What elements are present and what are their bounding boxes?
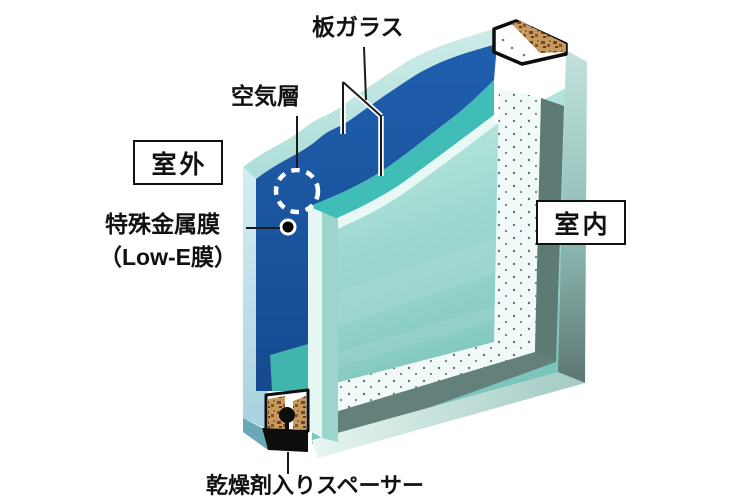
label-box-indoor: 室内 xyxy=(536,200,626,245)
plate-glass-leader-stem xyxy=(363,46,367,101)
desiccant-strip-right-dots xyxy=(494,88,541,352)
label-low-e-film: （Low-E膜） xyxy=(99,244,237,270)
spacer-top-perforation xyxy=(522,53,526,57)
spacer-frame-through-glass xyxy=(316,88,564,443)
spacer-bottom-desiccant-left xyxy=(268,396,285,429)
air-gap-bottom-band xyxy=(270,344,308,391)
desiccant-strip-bottom-dots xyxy=(316,342,535,416)
label-desiccant-spacer: 乾燥剤入りスペーサー xyxy=(206,473,425,498)
spacer-top-desiccant xyxy=(512,21,566,53)
label-special-metal-film: 特殊金属膜 xyxy=(105,211,220,237)
exterior-pane-bottom-tip xyxy=(243,418,268,450)
label-air-layer: 空気層 xyxy=(231,83,300,109)
spacer-top-perforation xyxy=(510,46,514,50)
leader-lines xyxy=(246,46,384,474)
plate-glass-leader-diagonal xyxy=(342,81,382,117)
label-box-outdoor: 室外 xyxy=(133,140,223,185)
interior-pane-left-bevel xyxy=(322,212,338,442)
exterior-pane-left-edge xyxy=(243,167,268,430)
spacer-bottom-hole-stem xyxy=(285,421,289,430)
air-gap-top-band xyxy=(308,80,494,230)
air-layer-marker-circle xyxy=(273,167,321,215)
label-plate-glass: 板ガラス xyxy=(312,14,404,40)
spacer-cross-section-top xyxy=(492,19,568,66)
interior-pane-bottom-cut-edge xyxy=(312,372,585,458)
spacer-cross-section-bottom xyxy=(243,388,310,452)
spacer-top-perforation xyxy=(501,38,505,42)
interior-pane-left-edge-highlight xyxy=(308,206,322,438)
spacer-bottom-hole xyxy=(279,407,295,423)
frame-band-bottom xyxy=(322,352,556,443)
metal-film-marker-dot xyxy=(279,218,297,236)
sealant-band xyxy=(262,428,308,452)
spacer-bottom-desiccant-right xyxy=(293,396,306,429)
